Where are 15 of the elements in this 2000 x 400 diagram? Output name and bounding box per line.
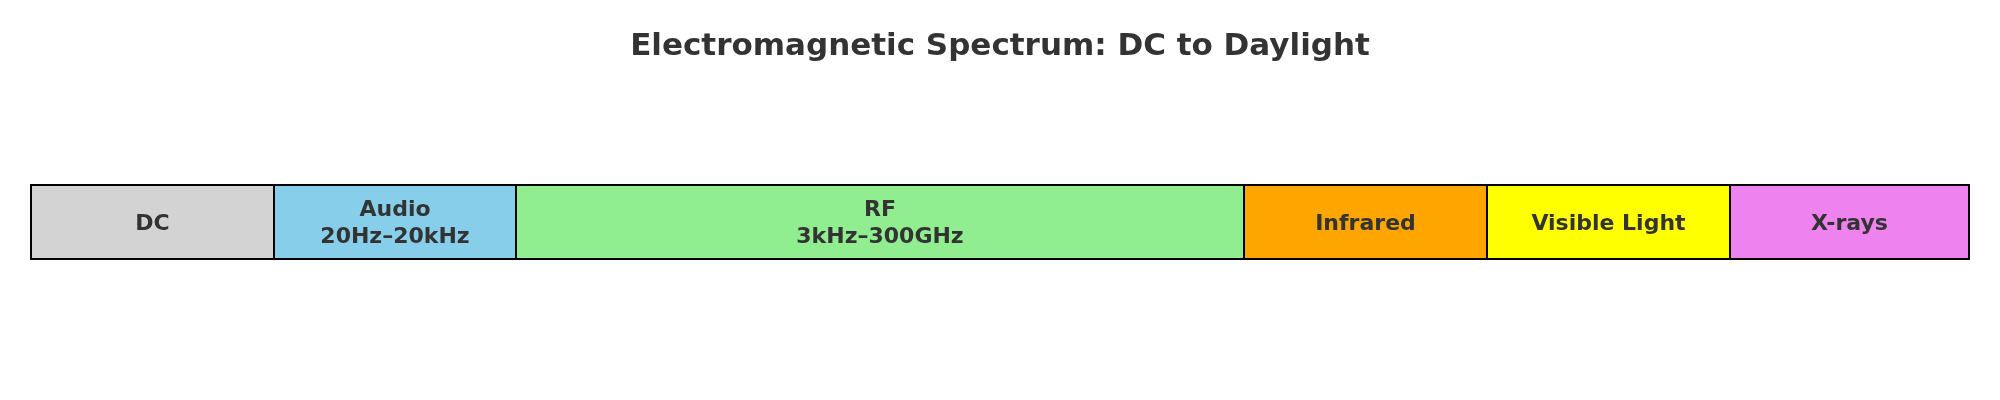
frequency-range-label: 20Hz–20kHz xyxy=(320,222,470,249)
band-name-label: Infrared xyxy=(1315,208,1416,236)
band-name-label: DC xyxy=(135,208,170,236)
spectrum-band xyxy=(30,184,275,260)
band-name-label: Visible Light xyxy=(1531,208,1686,236)
frequency-range-label: 3kHz–300GHz xyxy=(796,222,964,249)
spectrum-band xyxy=(1486,184,1731,260)
spectrum-band xyxy=(1243,184,1488,260)
chart-title: Electromagnetic Spectrum: DC to Daylight xyxy=(630,26,1370,62)
spectrum-band xyxy=(273,184,517,260)
spectrum-band xyxy=(1729,184,1970,260)
band-name-label: RF xyxy=(864,195,896,222)
band-name-label: X-rays xyxy=(1811,208,1888,236)
spectrum-band xyxy=(515,184,1245,260)
band-name-label: Audio xyxy=(359,195,431,222)
